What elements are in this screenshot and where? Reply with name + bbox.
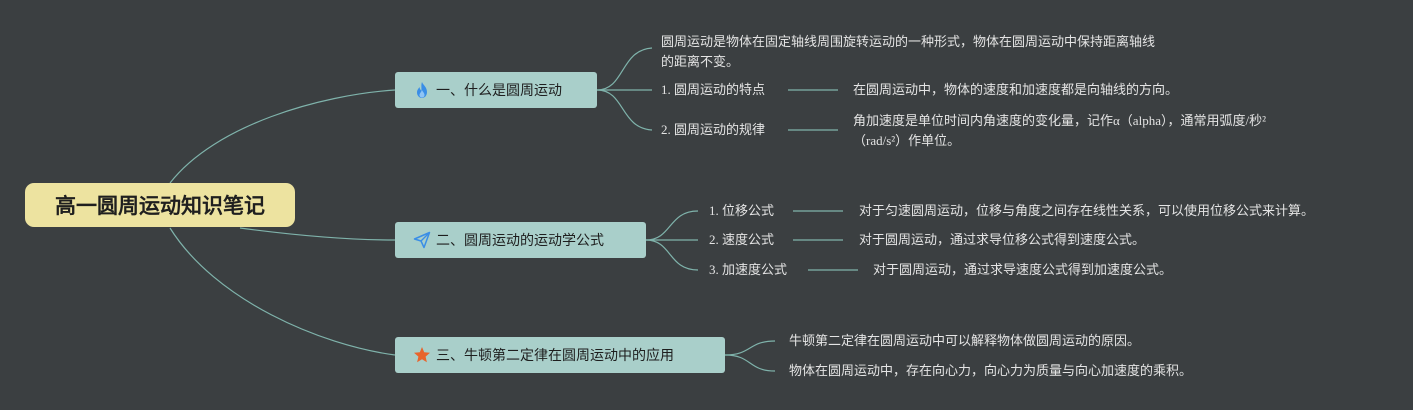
root-topic[interactable]: 高一圆周运动知识笔记 [25,183,295,227]
fire-icon [413,81,431,99]
branch-newton-second-law[interactable]: 三、牛顿第二定律在圆周运动中的应用 [395,337,725,373]
branch1-item2-detail: 角加速度是单位时间内角速度的变化量，记作α（alpha），通常用弧度/秒²（ra… [853,113,1266,148]
branch2-item2-label[interactable]: 2. 速度公式 [709,232,775,247]
branch-label: 二、圆周运动的运动学公式 [436,233,604,249]
branch-what-is-circular-motion[interactable]: 一、什么是圆周运动 [395,72,597,108]
branch-kinematics-formulas[interactable]: 二、圆周运动的运动学公式 [395,222,646,258]
branch2-item1-detail: 对于匀速圆周运动，位移与角度之间存在线性关系，可以使用位移公式来计算。 [859,203,1315,218]
branch2-item3-detail: 对于圆周运动，通过求导速度公式得到加速度公式。 [873,262,1173,277]
branch-label: 三、牛顿第二定律在圆周运动中的应用 [436,348,674,364]
link-root-branch3 [169,227,396,356]
link-b3-note2 [724,354,776,372]
branch2-item2-detail: 对于圆周运动，通过求导位移公式得到速度公式。 [859,232,1146,247]
link-root-branch1 [169,89,396,184]
branch1-item1-detail: 在圆周运动中，物体的速度和加速度都是向轴线的方向。 [853,82,1179,97]
link-b3-note1 [724,340,776,356]
star-icon [413,346,431,364]
branch3-note2: 物体在圆周运动中，存在向心力，向心力为质量与向心加速度的乘积。 [789,363,1193,378]
branch1-intro-text: 圆周运动是物体在固定轴线周围旋转运动的一种形式，物体在圆周运动中保持距离轴线的距… [661,34,1156,69]
link-b1-intro [596,47,653,91]
branch1-item2-label[interactable]: 2. 圆周运动的规律 [661,122,766,137]
branch2-item1-label[interactable]: 1. 位移公式 [709,203,775,218]
branch2-item3-label[interactable]: 3. 加速度公式 [709,262,788,277]
link-b1-item2 [596,89,653,131]
link-b2-item3 [645,239,699,271]
root-title: 高一圆周运动知识笔记 [55,194,265,218]
branch1-item1-label[interactable]: 1. 圆周运动的特点 [661,82,766,97]
link-root-branch2 [239,227,396,241]
branch-label: 一、什么是圆周运动 [436,83,562,99]
branch3-note1: 牛顿第二定律在圆周运动中可以解释物体做圆周运动的原因。 [789,333,1141,348]
paper-plane-icon [413,231,431,249]
link-b2-item1 [645,210,699,241]
